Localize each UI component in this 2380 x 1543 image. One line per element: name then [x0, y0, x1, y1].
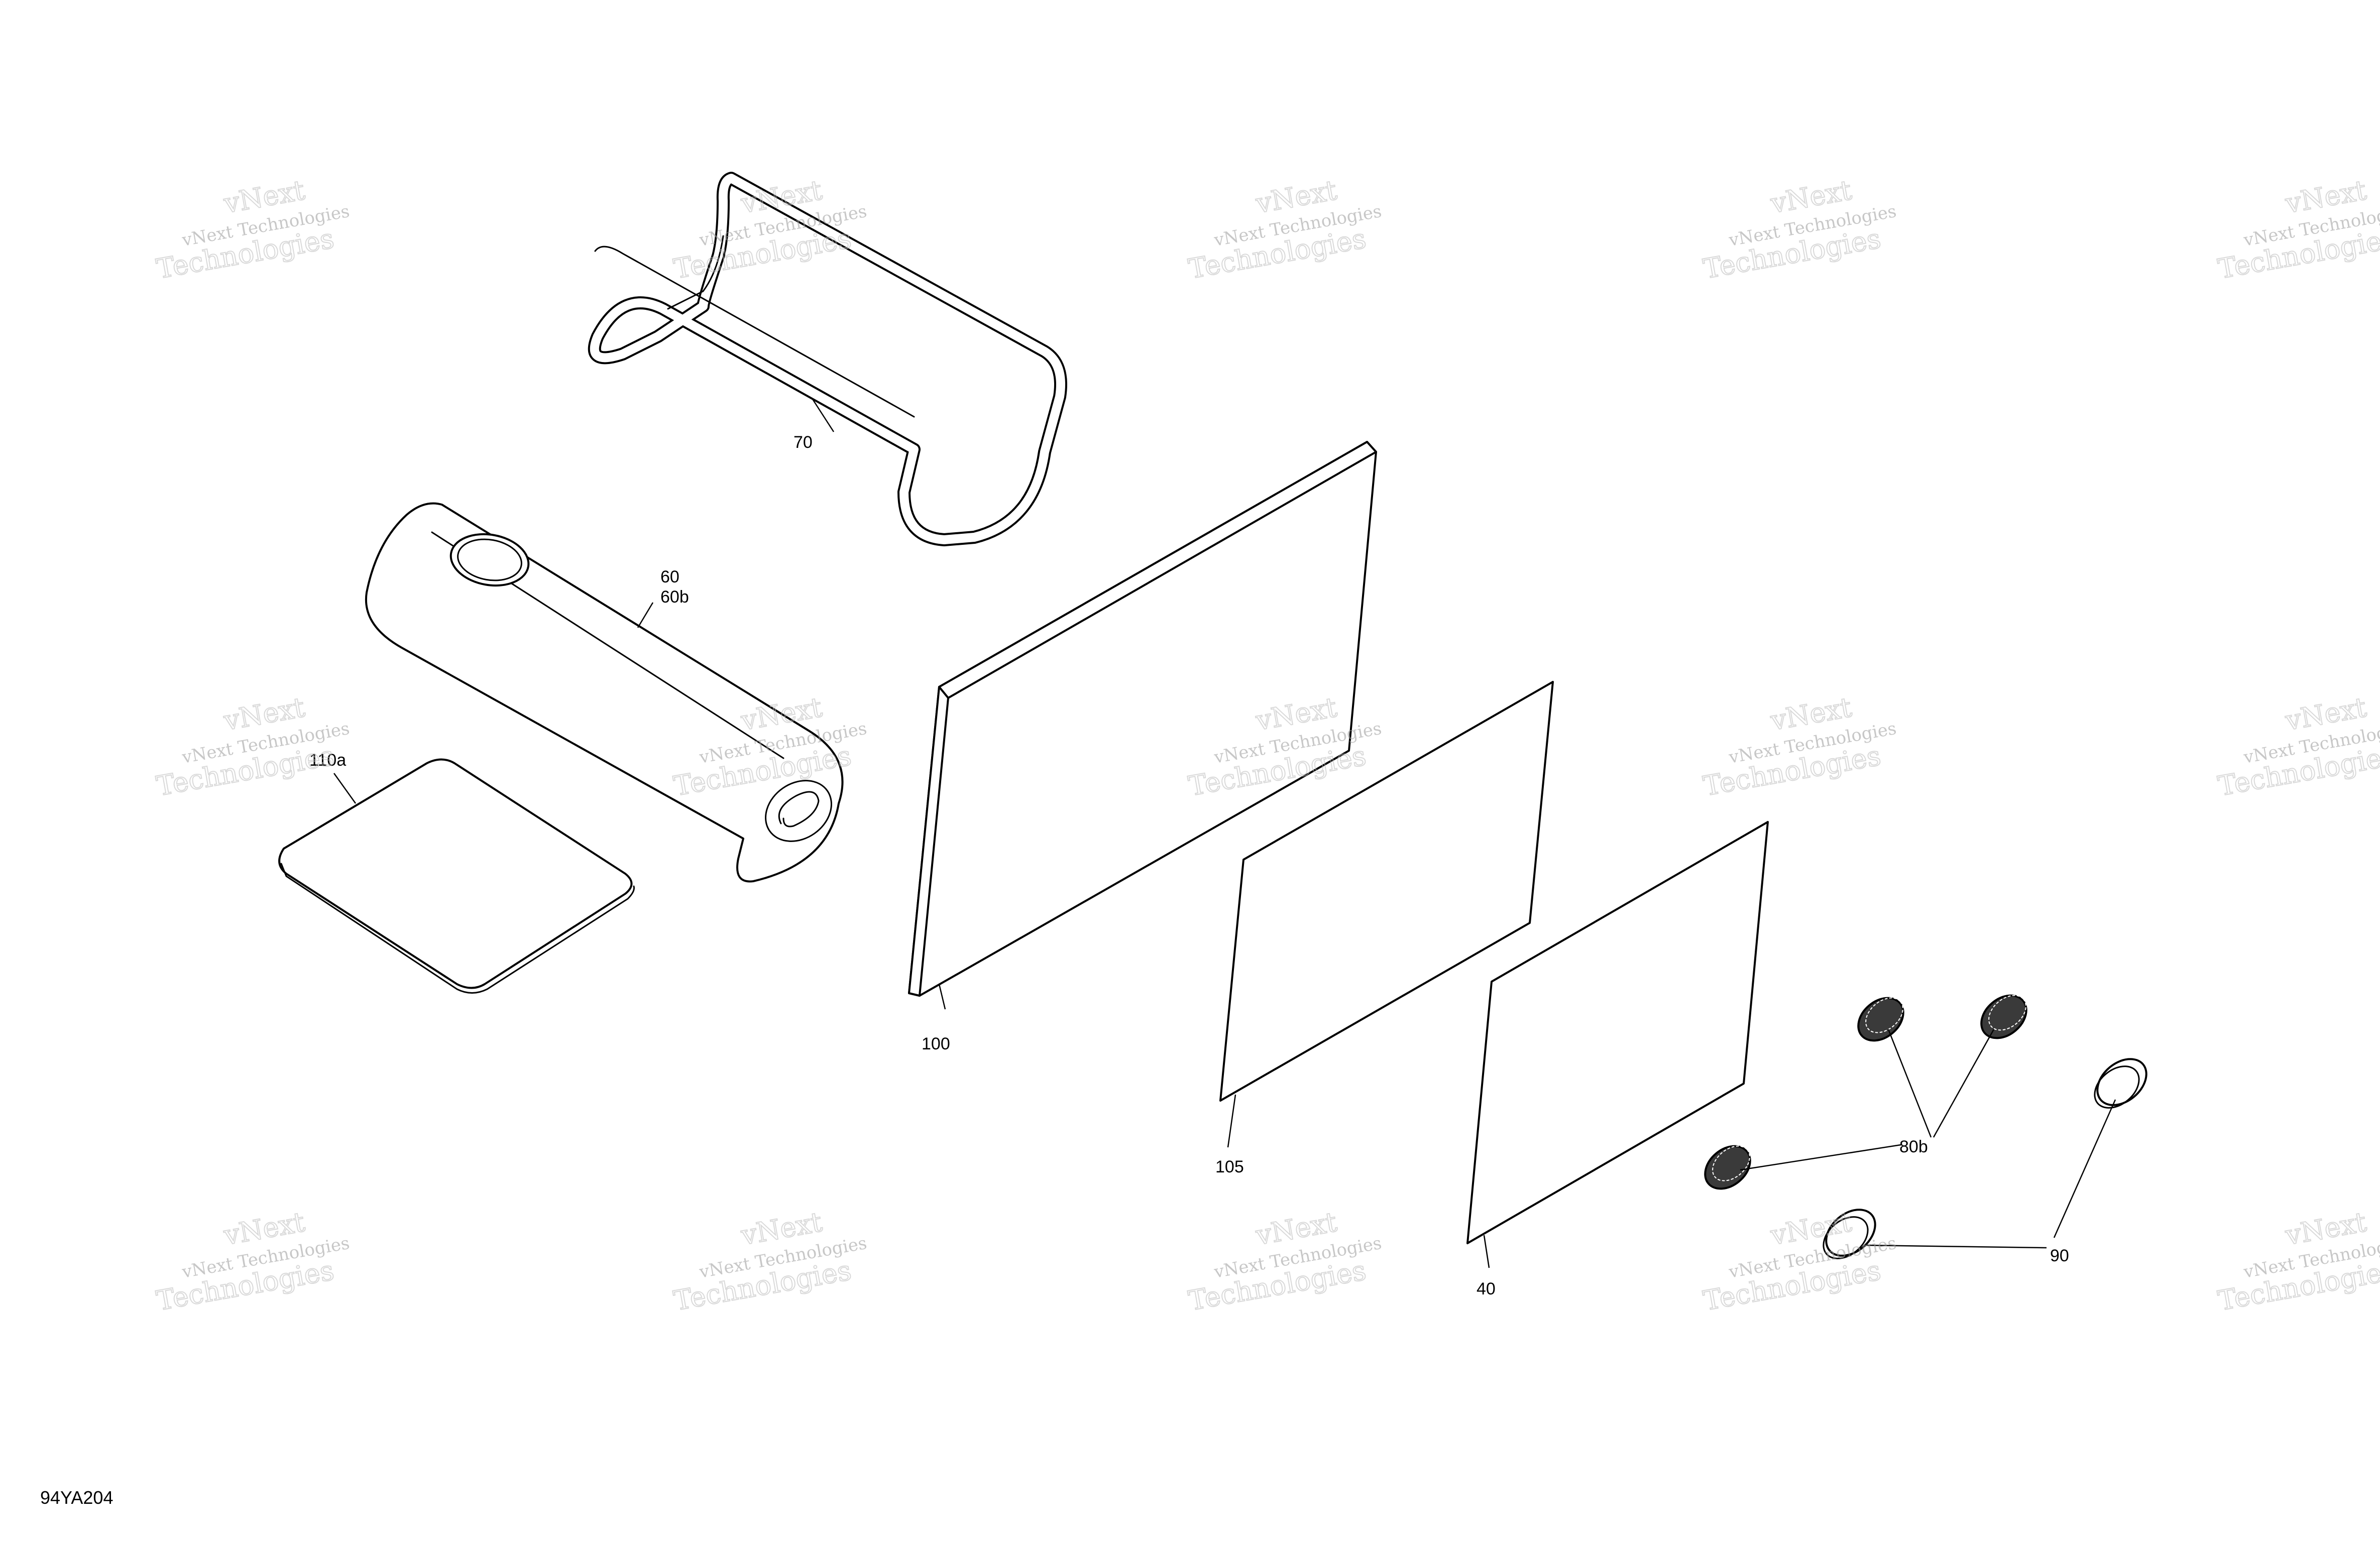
watermark: vNext Technologies vNext Technologies [1701, 174, 1898, 286]
watermark: vNext Technologies vNext Technologies [2215, 174, 2380, 286]
callout-105: 105 [1215, 1157, 1244, 1176]
watermark: vNext Technologies vNext Technologies [154, 174, 351, 286]
part-90-cap-2[interactable] [1816, 1201, 1884, 1267]
watermark: vNext Technologies vNext Technologies [671, 1206, 868, 1318]
part-40-thin-sheet[interactable] [1466, 821, 1769, 1244]
callout-40: 40 [1477, 1279, 1496, 1298]
part-80b-cap-1[interactable] [1850, 989, 1912, 1049]
watermark: vNext Technologies vNext Technologies [1701, 691, 1898, 803]
watermark: vNext Technologies vNext Technologies [1186, 174, 1383, 286]
part-70-wire-frame[interactable] [588, 172, 1067, 546]
watermark: vNext Technologies vNext Technologies [154, 1206, 351, 1318]
part-105-thin-sheet[interactable] [1219, 681, 1554, 1102]
part-60-rolled-mat[interactable] [365, 502, 844, 883]
callout-90: 90 [2050, 1246, 2069, 1265]
part-100-thick-panel[interactable] [908, 441, 1377, 997]
callout-110a: 110a [309, 751, 346, 770]
watermark-layer: vNext Technologies vNext Technologies vN… [154, 174, 2380, 1318]
leader-lines [333, 399, 2116, 1268]
part-80b-cap-3[interactable] [1697, 1137, 1759, 1197]
callout-60b: 60b [660, 587, 689, 607]
part-80b-cap-2[interactable] [1973, 987, 2035, 1046]
watermark: vNext Technologies vNext Technologies [671, 691, 868, 803]
diagram-id: 94YA204 [40, 1487, 113, 1508]
part-110a-flat-pad[interactable] [278, 758, 635, 994]
watermark: vNext Technologies vNext Technologies [1186, 1206, 1383, 1318]
callout-70: 70 [794, 433, 813, 452]
watermark: vNext Technologies vNext Technologies [154, 691, 351, 803]
callout-80b: 80b [1899, 1137, 1928, 1156]
watermark: vNext Technologies vNext Technologies [671, 174, 868, 286]
watermark: vNext Technologies vNext Technologies [2215, 1206, 2380, 1318]
watermark: vNext Technologies vNext Technologies [2215, 691, 2380, 803]
callout-60: 60 [660, 567, 679, 586]
part-90-cap-1[interactable] [2087, 1050, 2156, 1117]
callout-labels: 70 60 60b 110a 100 105 40 80b 90 [309, 433, 2069, 1298]
callout-100: 100 [922, 1034, 950, 1053]
